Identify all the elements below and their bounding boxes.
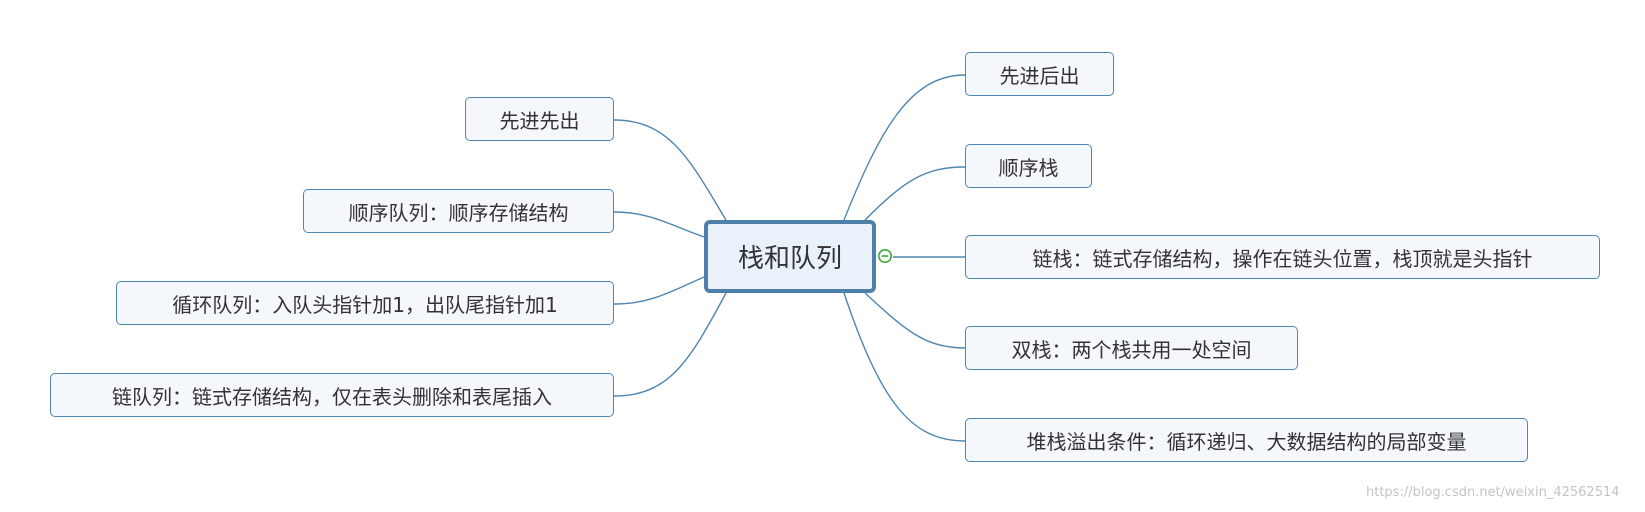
watermark: https://blog.csdn.net/weixin_42562514 (1366, 485, 1620, 500)
connector-left-2 (613, 211, 705, 238)
topic-first-in-last-out[interactable]: 先进后出 (965, 52, 1114, 96)
topic-sequential-queue[interactable]: 顺序队列：顺序存储结构 (303, 189, 614, 233)
topic-label: 先进后出 (999, 63, 1080, 88)
connector-right-5 (843, 292, 966, 442)
topic-label: 链队列：链式存储结构，仅在表头删除和表尾插入 (112, 384, 552, 409)
topic-linked-stack[interactable]: 链栈：链式存储结构，操作在链头位置，栈顶就是头指针 (965, 235, 1600, 279)
connector-left-4 (613, 292, 727, 397)
topic-linked-queue[interactable]: 链队列：链式存储结构，仅在表头删除和表尾插入 (50, 373, 614, 417)
topic-stack-overflow[interactable]: 堆栈溢出条件：循环递归、大数据结构的局部变量 (965, 418, 1528, 462)
topic-circular-queue[interactable]: 循环队列：入队头指针加1，出队尾指针加1 (116, 281, 614, 325)
topic-label: 链栈：链式存储结构，操作在链头位置，栈顶就是头指针 (1032, 246, 1533, 271)
topic-double-stack[interactable]: 双栈：两个栈共用一处空间 (965, 326, 1298, 370)
topic-label: 顺序队列：顺序存储结构 (348, 200, 569, 225)
topic-first-in-first-out[interactable]: 先进先出 (465, 97, 614, 141)
topic-label: 堆栈溢出条件：循环递归、大数据结构的局部变量 (1026, 429, 1467, 454)
topic-label: 循环队列：入队头指针加1，出队尾指针加1 (172, 292, 558, 317)
connector-left-3 (613, 276, 705, 305)
central-topic-label: 栈和队列 (737, 244, 842, 274)
central-topic[interactable]: 栈和队列 (704, 220, 876, 293)
topic-label: 顺序栈 (998, 155, 1059, 180)
connector-right-2 (864, 166, 966, 221)
minus-circle-icon[interactable] (877, 248, 893, 264)
connector-left-1 (613, 119, 727, 221)
topic-label: 双栈：两个栈共用一处空间 (1011, 337, 1252, 362)
connector-right-1 (843, 74, 966, 221)
topic-sequential-stack[interactable]: 顺序栈 (965, 144, 1092, 188)
topic-label: 先进先出 (499, 108, 580, 133)
connector-right-4 (864, 292, 966, 349)
